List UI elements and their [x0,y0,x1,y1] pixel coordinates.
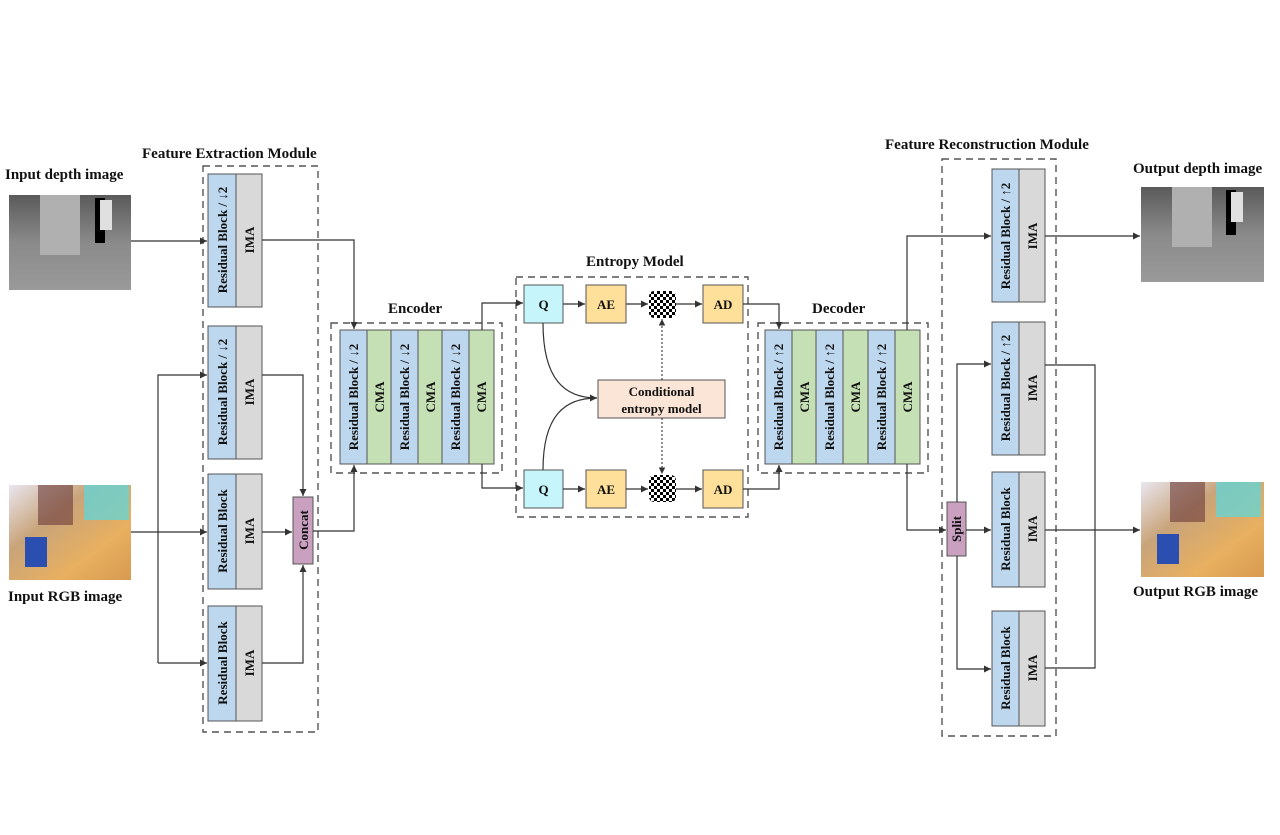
bitstream-icon [649,475,676,502]
fe-block-rgb-mid: Residual Block IMA [207,473,263,590]
ima-label: IMA [242,226,257,253]
bitstream-icon [649,291,676,318]
ima-label: IMA [242,517,257,544]
residual-block-label: Residual Block / ↑2 [998,335,1013,442]
residual-block-label: Residual Block / ↓2 [215,339,230,446]
input-depth-label: Input depth image [5,167,124,183]
ad-label: AD [714,297,733,312]
cma-label: CMA [423,381,438,413]
split-block: Split [946,501,967,557]
ima-label: IMA [1025,515,1040,542]
ae-label: AE [597,297,615,312]
residual-block-label: Residual Block / ↓2 [397,344,412,451]
input-depth-image [9,195,131,290]
ae-label: AE [597,482,615,497]
conditional-label-line1: Conditional [629,384,695,399]
residual-block-label: Residual Block [215,621,230,705]
connectors [131,232,1140,673]
ad-label: AD [714,482,733,497]
output-rgb-image [1141,482,1264,577]
split-label: Split [949,515,964,542]
ima-label: IMA [242,378,257,405]
output-rgb-label: Output RGB image [1133,584,1258,600]
encoder-title: Encoder [388,301,443,317]
input-rgb-label: Input RGB image [8,589,123,605]
residual-block-label: Residual Block [998,626,1013,710]
residual-block-label: Residual Block / ↑2 [998,183,1013,290]
fe-block-rgb-low: Residual Block IMA [207,605,263,722]
quantizer-bottom: Q [523,469,564,509]
arithmetic-decoder-bottom: AD [702,469,744,509]
cma-label: CMA [900,381,915,413]
concat-label: Concat [296,509,311,549]
cma-label: CMA [797,381,812,413]
q-label: Q [538,482,548,497]
residual-block-label: Residual Block / ↑2 [874,344,889,451]
fr-block-rgb-mid: Residual Block IMA [991,471,1046,588]
ima-label: IMA [242,649,257,676]
feature-extraction-module [202,165,319,733]
encoder-blocks: Residual Block / ↓2 CMA Residual Block /… [339,329,495,465]
decoder-blocks: Residual Block / ↑2 CMA Residual Block /… [764,329,921,465]
output-depth-image [1141,187,1264,282]
input-rgb-image [9,485,131,580]
cma-label: CMA [372,381,387,413]
ima-label: IMA [1025,654,1040,681]
residual-block-label: Residual Block / ↓2 [215,187,230,294]
concat-block: Concat [292,496,314,565]
residual-block-label: Residual Block / ↓2 [346,344,361,451]
encoder-module [330,322,503,474]
feature-reconstruction-module [941,158,1057,737]
arithmetic-decoder-top: AD [702,284,744,324]
ima-label: IMA [1025,222,1040,249]
ima-label: IMA [1025,374,1040,401]
decoder-title: Decoder [812,301,866,317]
cma-label: CMA [474,381,489,413]
q-label: Q [538,297,548,312]
residual-block-label: Residual Block / ↑2 [771,344,786,451]
conditional-entropy-model: Conditional entropy model [597,379,726,419]
entropy-model-title: Entropy Model [586,254,684,270]
decoder-module [757,322,929,474]
fr-block-rgb-up: Residual Block / ↑2 IMA [991,321,1046,456]
residual-block-label: Residual Block / ↓2 [448,344,463,451]
arithmetic-encoder-bottom: AE [585,469,627,509]
feature-reconstruction-title: Feature Reconstruction Module [885,137,1089,153]
cma-label: CMA [848,381,863,413]
fe-block-rgb-down: Residual Block / ↓2 IMA [207,325,263,460]
conditional-label-line2: entropy model [621,401,702,416]
residual-block-label: Residual Block [998,487,1013,571]
feature-extraction-title: Feature Extraction Module [142,146,317,162]
entropy-model-module [515,276,749,518]
fr-block-rgb-low: Residual Block IMA [991,610,1046,727]
residual-block-label: Residual Block [215,489,230,573]
output-depth-label: Output depth image [1133,161,1263,177]
quantizer-top: Q [523,284,564,324]
residual-block-label: Residual Block / ↑2 [822,344,837,451]
arithmetic-encoder-top: AE [585,284,627,324]
fe-block-depth: Residual Block / ↓2 IMA [207,173,263,308]
fr-block-depth: Residual Block / ↑2 IMA [991,168,1046,303]
